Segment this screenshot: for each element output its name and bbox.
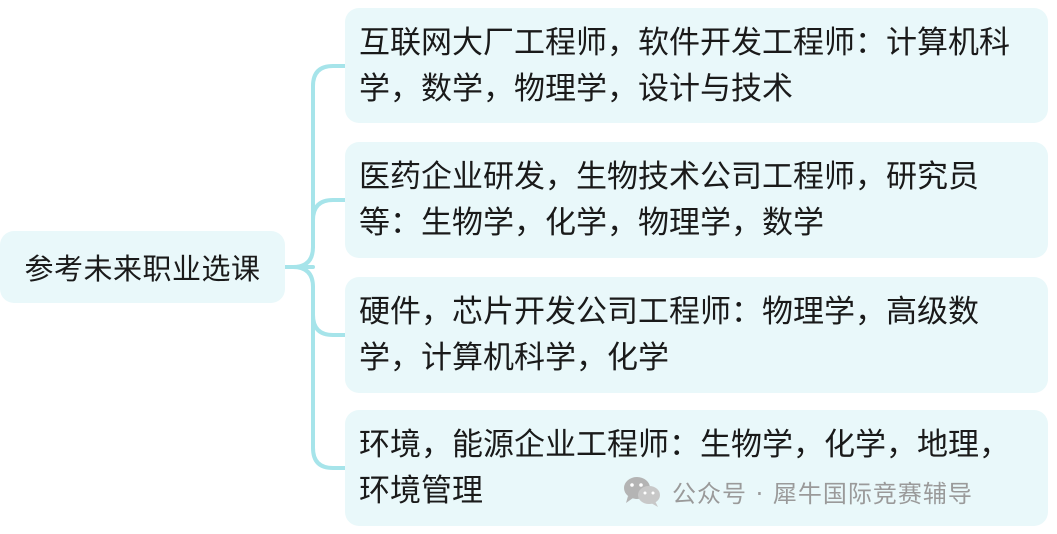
branch-node-text: 环境，能源企业工程师：生物学，化学，地理，环境管理 (359, 427, 1010, 509)
watermark: 公众号 · 犀牛国际竞赛辅导 (622, 471, 973, 511)
branch-node-text: 硬件，芯片开发公司工程师：物理学，高级数学，计算机科学，化学 (359, 294, 979, 376)
wechat-icon (624, 477, 660, 507)
root-node: 参考未来职业选课 (0, 231, 285, 303)
branch-node-hardware-chip: 硬件，芯片开发公司工程师：物理学，高级数学，计算机科学，化学 (345, 277, 1048, 393)
branch-node-text: 医药企业研发，生物技术公司工程师，研究员等：生物学，化学，物理学，数学 (359, 159, 979, 241)
branch-node-internet-engineer: 互联网大厂工程师，软件开发工程师：计算机科学，数学，物理学，设计与技术 (345, 8, 1048, 123)
root-node-label: 参考未来职业选课 (24, 252, 261, 286)
connector-branch-1 (291, 64, 347, 269)
connector-branch-2 (311, 198, 347, 249)
watermark-text: 公众号 · 犀牛国际竞赛辅导 (672, 479, 973, 508)
branch-node-pharma-biotech: 医药企业研发，生物技术公司工程师，研究员等：生物学，化学，物理学，数学 (345, 142, 1048, 258)
branch-node-environment-energy: 环境，能源企业工程师：生物学，化学，地理，环境管理 (345, 410, 1048, 526)
connector-branch-4 (291, 265, 347, 470)
branch-node-text: 互联网大厂工程师，软件开发工程师：计算机科学，数学，物理学，设计与技术 (359, 24, 1010, 107)
connector-branch-3 (311, 285, 347, 337)
